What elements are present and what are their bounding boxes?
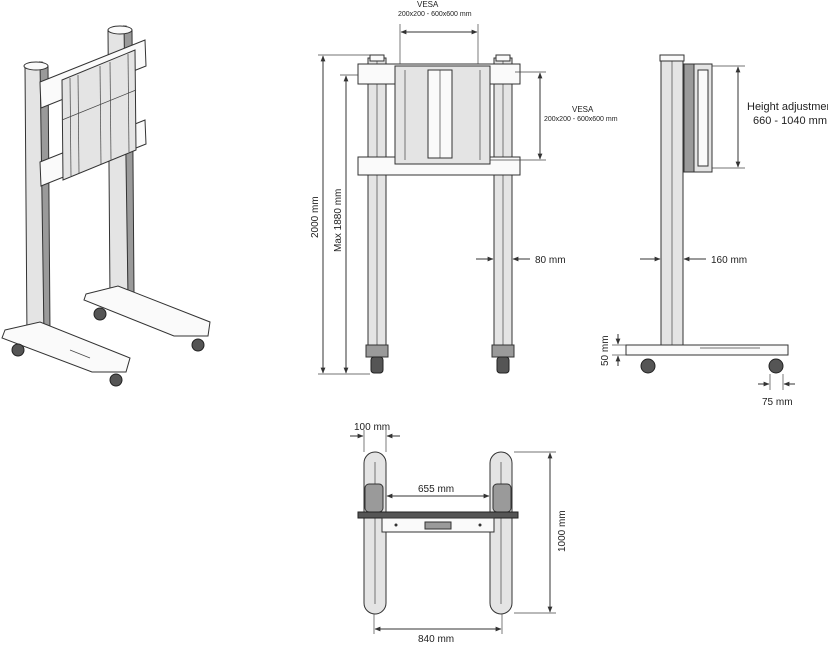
side-view: Height adjustment 660 - 1040 mm 160 mm 5… — [600, 54, 828, 408]
height-adjust-title: Height adjustment — [747, 101, 828, 113]
top-crossbar — [357, 511, 519, 519]
vesa-top-title: VESA — [417, 0, 439, 9]
max-height-label: Max 1880 mm — [333, 189, 344, 252]
depth-label: 160 mm — [711, 255, 747, 266]
vesa-side-size: 200x200 - 600x600 mm — [544, 116, 618, 123]
caster-wheel — [11, 343, 25, 357]
top-view: 100 mm 655 mm 1000 mm 840 mm — [350, 422, 568, 645]
outer-width-label: 840 mm — [418, 634, 454, 645]
right-foot — [83, 285, 211, 337]
left-foot — [1, 321, 131, 373]
wheel-width-label: 75 mm — [762, 397, 793, 408]
front-caster-right — [496, 356, 510, 374]
vesa-side-title: VESA — [572, 105, 594, 114]
front-caster-left — [370, 356, 384, 374]
side-caster-front — [640, 358, 656, 374]
base-height-label: 50 mm — [600, 335, 611, 366]
foot-width-label: 100 mm — [354, 422, 390, 433]
caster-wheel — [93, 307, 107, 321]
perspective-view — [1, 25, 211, 387]
caster-wheel — [191, 338, 205, 352]
caster-wheel — [109, 373, 123, 387]
height-adjust-range: 660 - 1040 mm — [753, 115, 827, 127]
total-height-label: 2000 mm — [310, 196, 321, 238]
front-view: VESA 200x200 - 600x600 mm VESA 200x200 -… — [310, 0, 618, 375]
inner-spacing-label: 655 mm — [418, 484, 454, 495]
side-bracket — [683, 63, 695, 173]
length-label: 1000 mm — [557, 510, 568, 552]
column-width-label: 80 mm — [535, 255, 566, 266]
vesa-top-size: 200x200 - 600x600 mm — [398, 11, 472, 18]
vesa-plate — [61, 49, 137, 181]
side-base — [625, 344, 789, 356]
side-caster-rear — [768, 358, 784, 374]
